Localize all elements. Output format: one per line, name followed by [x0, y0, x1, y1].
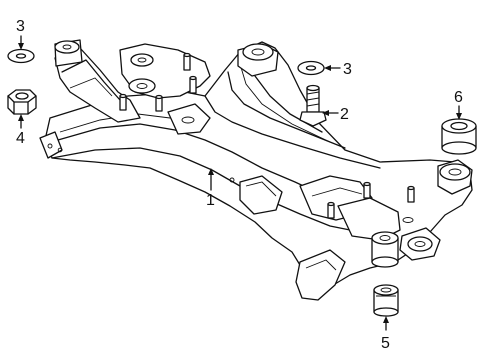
nut-part-4 — [7, 89, 37, 115]
washer-part-3-left — [7, 48, 35, 64]
bushing-part-6 — [441, 118, 477, 155]
leader-lines — [18, 35, 462, 331]
callout-1: 1 — [206, 192, 215, 209]
callout-5: 5 — [381, 335, 390, 352]
subframe-assembly — [39, 39, 473, 301]
callout-3-left: 3 — [16, 18, 25, 35]
bolt-part-2 — [299, 84, 327, 127]
stud-group-left — [119, 52, 197, 112]
callout-4: 4 — [16, 130, 25, 147]
stud-group-right — [327, 181, 415, 219]
callout-3-right: 3 — [343, 61, 352, 78]
callout-2: 2 — [340, 106, 349, 123]
bushing-mounted — [371, 231, 399, 268]
callout-6: 6 — [454, 89, 463, 106]
bushing-part-5 — [373, 284, 399, 317]
washer-part-3-right — [297, 60, 325, 76]
callout-labels: 1 2 3 3 4 5 6 — [16, 18, 463, 352]
